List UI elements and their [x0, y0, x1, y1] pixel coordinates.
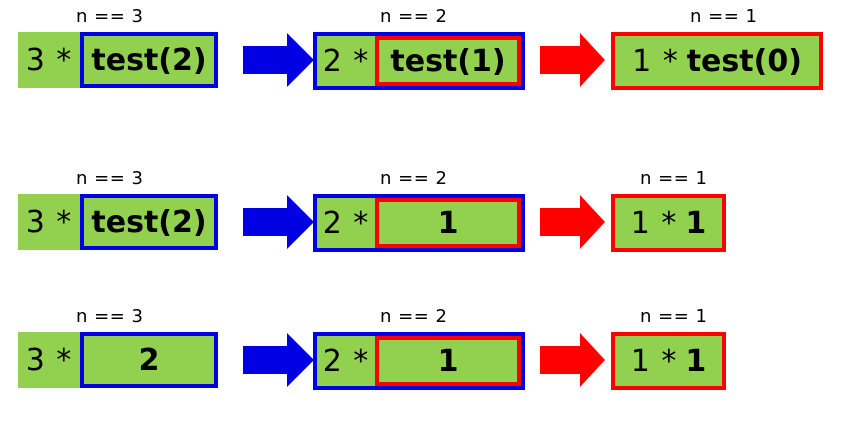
box-call-expression: test(2): [80, 194, 218, 250]
box-multiplier: 1 *: [630, 343, 678, 379]
recursion-row: n == 3 3 * test(2) n == 2 2 * test(1) n …: [0, 6, 847, 116]
box-multiplier: 3 *: [18, 332, 80, 388]
recursion-row: n == 3 3 * test(2) n == 2 2 * 1 n == 1 1…: [0, 168, 847, 278]
box-call-expression: test(1): [375, 36, 521, 86]
box-multiplier: 2 *: [317, 36, 375, 86]
arrow-right-blue-icon: [243, 32, 315, 88]
box-multiplier: 2 *: [317, 198, 375, 248]
box-multiplier: 1 *: [632, 43, 679, 79]
recursion-row: n == 3 3 * 2 n == 2 2 * 1 n == 1 1 * 1: [0, 306, 847, 416]
box-call-expression: 1: [375, 336, 521, 386]
box-caption: n == 3: [76, 168, 144, 189]
recursion-box: 1 * 1: [611, 332, 726, 390]
recursion-box: 2 * 1: [313, 332, 525, 390]
box-caption: n == 3: [76, 306, 144, 327]
box-call-expression: 2: [80, 332, 218, 388]
box-caption: n == 1: [640, 306, 708, 327]
box-caption: n == 1: [690, 6, 758, 27]
box-caption: n == 2: [380, 6, 448, 27]
recursion-box: 3 * test(2): [18, 194, 218, 250]
box-multiplier: 3 *: [18, 32, 80, 88]
box-caption: n == 2: [380, 306, 448, 327]
box-call-expression: 1: [685, 205, 707, 241]
arrow-right-red-icon: [540, 194, 606, 250]
recursion-box: 2 * test(1): [313, 32, 525, 90]
box-multiplier: 3 *: [18, 194, 80, 250]
box-call-expression: test(2): [80, 32, 218, 88]
box-call-expression: 1: [685, 343, 707, 379]
recursion-box: 2 * 1: [313, 194, 525, 252]
box-caption: n == 1: [640, 168, 708, 189]
box-multiplier: 1 *: [630, 205, 678, 241]
arrow-right-red-icon: [540, 332, 606, 388]
box-call-expression: 1: [375, 198, 521, 248]
arrow-right-blue-icon: [243, 332, 315, 388]
recursion-box: 1 * 1: [611, 194, 726, 252]
recursion-box: 1 * test(0): [611, 32, 823, 90]
box-call-expression: test(0): [686, 43, 802, 79]
arrow-right-blue-icon: [243, 194, 315, 250]
recursion-box: 3 * test(2): [18, 32, 218, 88]
arrow-right-red-icon: [540, 32, 606, 88]
recursion-box: 3 * 2: [18, 332, 218, 388]
box-multiplier: 2 *: [317, 336, 375, 386]
box-caption: n == 2: [380, 168, 448, 189]
box-caption: n == 3: [76, 6, 144, 27]
